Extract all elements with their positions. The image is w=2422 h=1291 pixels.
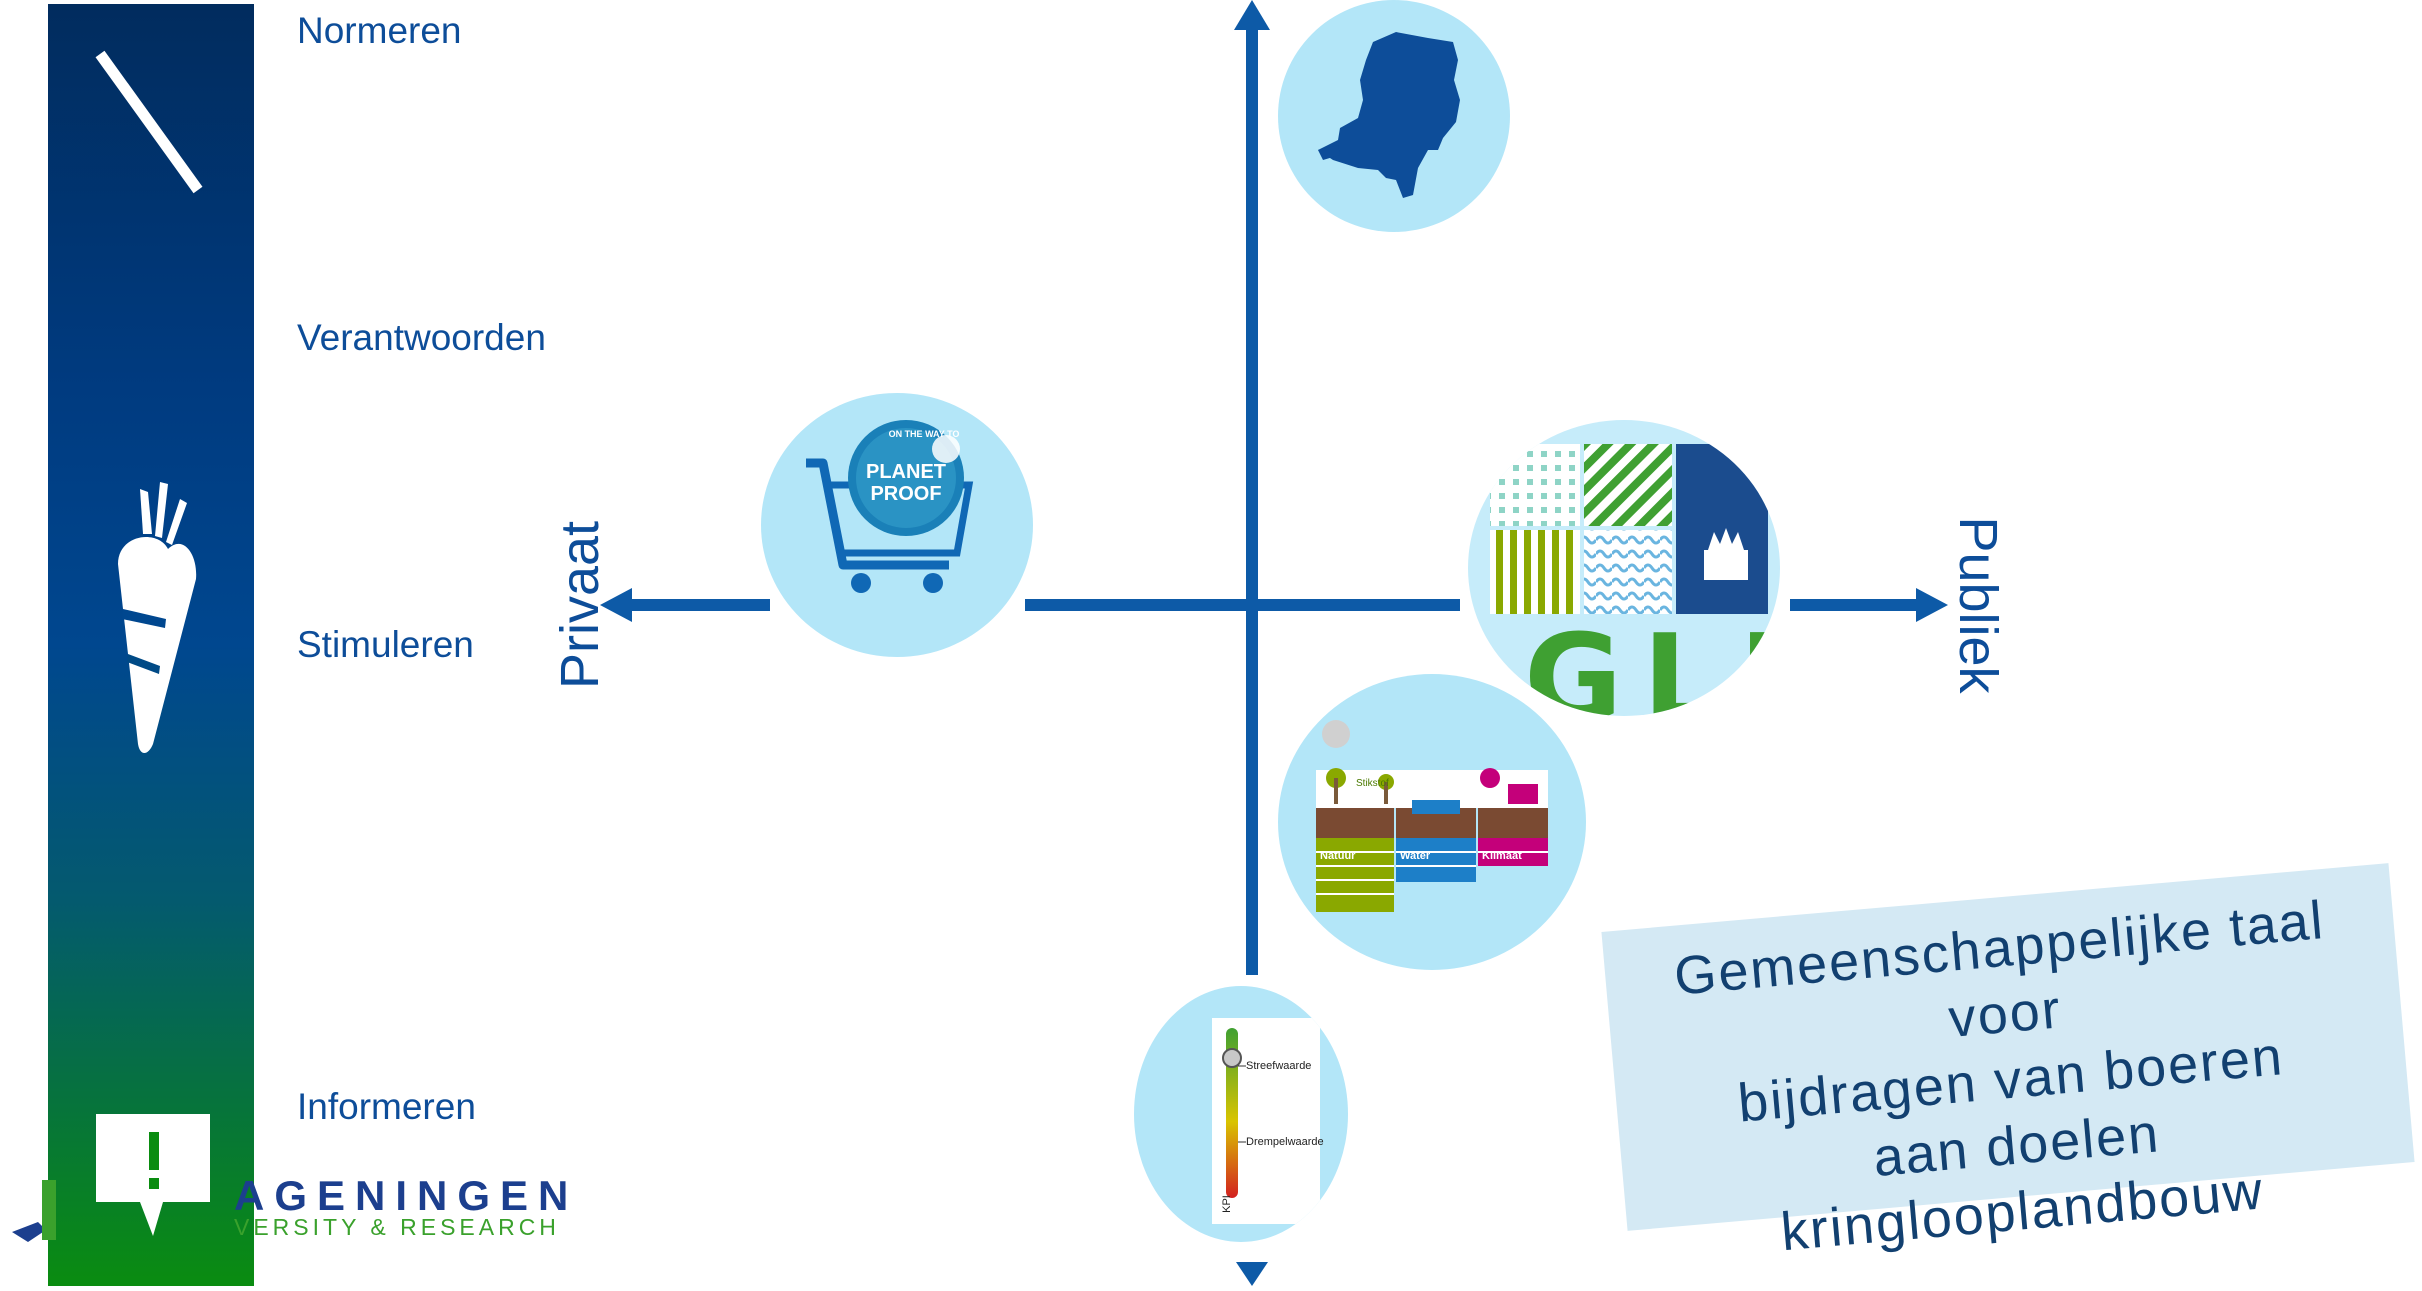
level-verantwoorden: Verantwoorden — [297, 317, 546, 358]
kpi-circle: Streefwaarde Drempelwaarde KPI — [1134, 986, 1348, 1242]
left-gradient-bar — [48, 4, 254, 1286]
netherlands-map-icon — [1318, 32, 1460, 198]
glb-circle: GLB — [1468, 420, 1780, 716]
slash-icon — [95, 50, 203, 194]
left-bar-icons — [95, 50, 210, 1236]
level-normeren: Normeren — [297, 10, 462, 51]
label-natuur: Natuur — [1320, 850, 1356, 862]
level-informeren: Informeren — [297, 1086, 476, 1127]
arrow-up-icon — [1234, 0, 1270, 30]
label-klimaat: Klimaat — [1482, 850, 1522, 862]
planet-proof-line1: PLANET — [866, 461, 946, 483]
logo-text-1: AGENINGEN — [234, 1172, 579, 1219]
wur-logo-mark — [12, 1180, 56, 1242]
kpi-axis-label: KPI — [1220, 1195, 1233, 1213]
label-water: Water — [1400, 850, 1431, 862]
planet-proof-line2: PROOF — [870, 483, 942, 505]
glb-text: GLB — [1524, 610, 1780, 716]
planet-proof-top-text: ON THE WAY TO — [888, 429, 960, 439]
arrow-down-icon — [1236, 1262, 1268, 1286]
planet-proof-circle: ON THE WAY TO PLANET PROOF — [761, 393, 1033, 657]
arrow-right-icon — [1916, 588, 1948, 622]
callout-text: Gemeenschappelijke taal voor bijdragen v… — [1603, 881, 2419, 1279]
level-stimuleren: Stimuleren — [297, 624, 474, 665]
glb-patterns — [1490, 444, 1768, 614]
carrot-icon — [118, 482, 197, 753]
axis-label-publiek: Publiek — [1948, 516, 2008, 694]
logo-text-2: VERSITY & RESEARCH — [234, 1214, 560, 1240]
shopping-cart-icon — [806, 420, 974, 593]
kpi-drempelwaarde: Drempelwaarde — [1246, 1136, 1324, 1148]
diagram-circle: Stikstof Natuur Water Klimaat — [1278, 674, 1586, 970]
netherlands-circle — [1278, 0, 1510, 232]
axis-label-privaat: Privaat — [550, 520, 610, 690]
landscape-diagram — [1316, 720, 1548, 912]
label-stikstof: Stikstof — [1356, 778, 1389, 789]
kpi-gauge — [1222, 1028, 1246, 1198]
speech-bubble-alert-icon — [96, 1114, 210, 1236]
kpi-card: Streefwaarde Drempelwaarde KPI — [1212, 1018, 1324, 1224]
kpi-streefwaarde: Streefwaarde — [1246, 1060, 1312, 1072]
crown-icon — [1704, 528, 1748, 580]
arrow-left-icon — [600, 588, 632, 622]
